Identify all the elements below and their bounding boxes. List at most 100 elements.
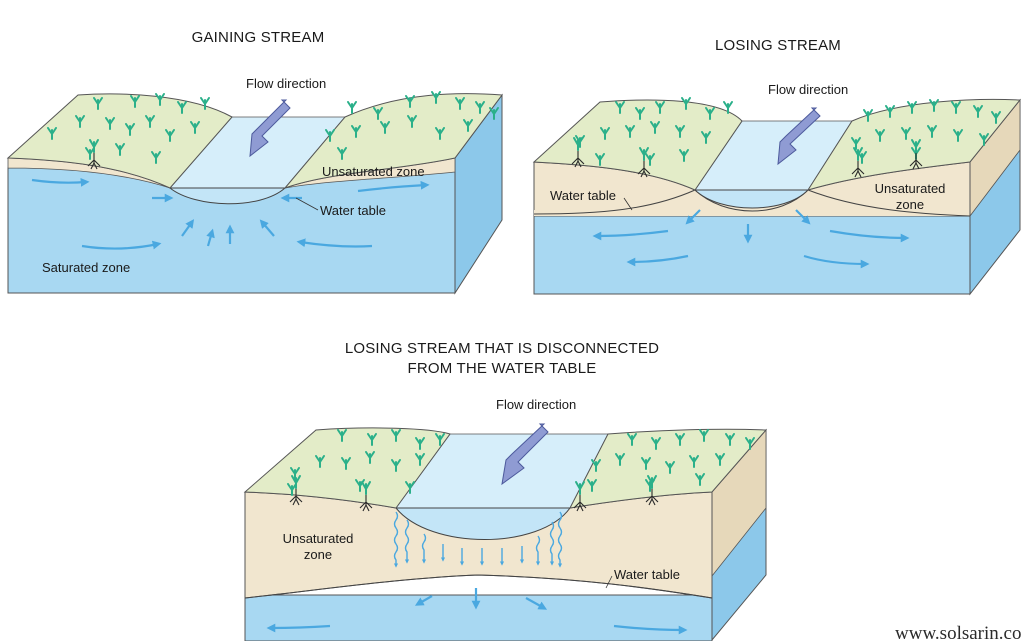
gw-arrow bbox=[266, 623, 331, 633]
grass-tuft-icon bbox=[675, 125, 685, 138]
gw-arrow bbox=[685, 209, 701, 225]
grass-tuft-icon bbox=[75, 115, 85, 128]
grass-tuft-icon bbox=[351, 125, 361, 138]
grass-tuft-icon bbox=[953, 129, 963, 142]
plant-icon bbox=[291, 475, 301, 489]
flow-direction-arrow bbox=[501, 423, 549, 486]
plant-roots-icon bbox=[573, 494, 587, 512]
label-water-table: Water table bbox=[320, 203, 386, 218]
plant-roots-icon bbox=[851, 160, 865, 178]
gaining-stream-block bbox=[6, 93, 503, 295]
flow-direction-arrow bbox=[777, 107, 821, 166]
grass-tuft-icon bbox=[723, 101, 733, 114]
plant-icon bbox=[853, 147, 863, 161]
grass-tuft-icon bbox=[863, 109, 873, 122]
grass-tuft-icon bbox=[681, 97, 691, 110]
grass-tuft-icon bbox=[625, 125, 635, 138]
plant-roots-icon bbox=[87, 152, 101, 170]
grass-tuft-icon bbox=[979, 133, 989, 146]
grass-tuft-icon bbox=[587, 479, 597, 492]
grass-tuft-icon bbox=[645, 153, 655, 166]
grass-tuft-icon bbox=[47, 127, 57, 140]
grass-tuft-icon bbox=[380, 121, 390, 134]
grass-tuft-icon bbox=[851, 137, 861, 150]
grass-tuft-icon bbox=[337, 147, 347, 160]
grass-tuft-icon bbox=[973, 105, 983, 118]
grass-tuft-icon bbox=[145, 115, 155, 128]
grass-tuft-icon bbox=[675, 433, 685, 446]
label-zone: zone bbox=[304, 547, 332, 562]
title-losing-stream: LOSING STREAM bbox=[715, 37, 841, 54]
label-zone: zone bbox=[896, 197, 924, 212]
grass-tuft-icon bbox=[177, 101, 187, 114]
grass-tuft-icon bbox=[655, 101, 665, 114]
label-water-table: Water table bbox=[614, 567, 680, 582]
grass-tuft-icon bbox=[405, 95, 415, 108]
grass-tuft-icon bbox=[435, 433, 445, 446]
label-saturated-zone: Saturated zone bbox=[42, 260, 130, 275]
gw-arrow bbox=[803, 254, 870, 269]
label-flow-direction: Flow direction bbox=[246, 76, 326, 91]
flow-direction-arrow bbox=[249, 99, 291, 158]
plant-roots-icon bbox=[645, 488, 659, 506]
gw-arrow bbox=[626, 254, 689, 267]
label-unsaturated: Unsaturated bbox=[875, 181, 946, 196]
grass-tuft-icon bbox=[901, 127, 911, 140]
grass-tuft-icon bbox=[130, 95, 140, 108]
grass-tuft-icon bbox=[875, 129, 885, 142]
grass-tuft-icon bbox=[699, 429, 709, 442]
grass-tuft-icon bbox=[715, 453, 725, 466]
plant-icon bbox=[647, 475, 657, 489]
grass-tuft-icon bbox=[105, 117, 115, 130]
plant-icon bbox=[573, 137, 583, 151]
grass-tuft-icon bbox=[415, 453, 425, 466]
grass-tuft-icon bbox=[325, 129, 335, 142]
grass-tuft-icon bbox=[155, 93, 165, 106]
grass-tuft-icon bbox=[367, 433, 377, 446]
plant-roots-icon bbox=[289, 488, 303, 506]
grass-tuft-icon bbox=[365, 451, 375, 464]
grass-tuft-icon bbox=[455, 97, 465, 110]
gw-arrow bbox=[81, 240, 162, 250]
grass-tuft-icon bbox=[341, 457, 351, 470]
grass-tuft-icon bbox=[885, 105, 895, 118]
grass-tuft-icon bbox=[679, 149, 689, 162]
grass-tuft-icon bbox=[627, 433, 637, 446]
grass-tuft-icon bbox=[705, 107, 715, 120]
gw-arrow bbox=[181, 219, 195, 237]
grass-tuft-icon bbox=[290, 467, 300, 480]
grass-tuft-icon bbox=[200, 97, 210, 110]
grass-tuft-icon bbox=[927, 125, 937, 138]
grass-tuft-icon bbox=[600, 127, 610, 140]
grass-tuft-icon bbox=[651, 437, 661, 450]
grass-tuft-icon bbox=[991, 111, 1001, 124]
grass-tuft-icon bbox=[665, 461, 675, 474]
grass-tuft-icon bbox=[337, 429, 347, 442]
grass-tuft-icon bbox=[435, 127, 445, 140]
grass-tuft-icon bbox=[463, 119, 473, 132]
grass-tuft-icon bbox=[391, 459, 401, 472]
grass-tuft-icon bbox=[745, 437, 755, 450]
gw-arrow bbox=[296, 238, 373, 248]
title-disconnected-line1: LOSING STREAM THAT IS DISCONNECTED bbox=[345, 340, 659, 357]
grass-tuft-icon bbox=[635, 107, 645, 120]
grass-tuft-icon bbox=[93, 97, 103, 110]
grass-tuft-icon bbox=[315, 455, 325, 468]
title-gaining-stream: GAINING STREAM bbox=[192, 29, 325, 46]
grass-tuft-icon bbox=[615, 453, 625, 466]
plant-icon bbox=[639, 147, 649, 161]
gw-arrow bbox=[592, 229, 669, 241]
grass-tuft-icon bbox=[431, 91, 441, 104]
grass-tuft-icon bbox=[650, 121, 660, 134]
gw-arrow bbox=[31, 178, 90, 187]
grass-tuft-icon bbox=[405, 481, 415, 494]
gw-arrow bbox=[613, 624, 688, 635]
plant-roots-icon bbox=[571, 150, 585, 168]
gw-arrow bbox=[259, 219, 275, 237]
label-unsaturated: Unsaturated bbox=[283, 531, 354, 546]
grass-tuft-icon bbox=[641, 457, 651, 470]
label-flow-direction: Flow direction bbox=[768, 82, 848, 97]
grass-tuft-icon bbox=[951, 101, 961, 114]
